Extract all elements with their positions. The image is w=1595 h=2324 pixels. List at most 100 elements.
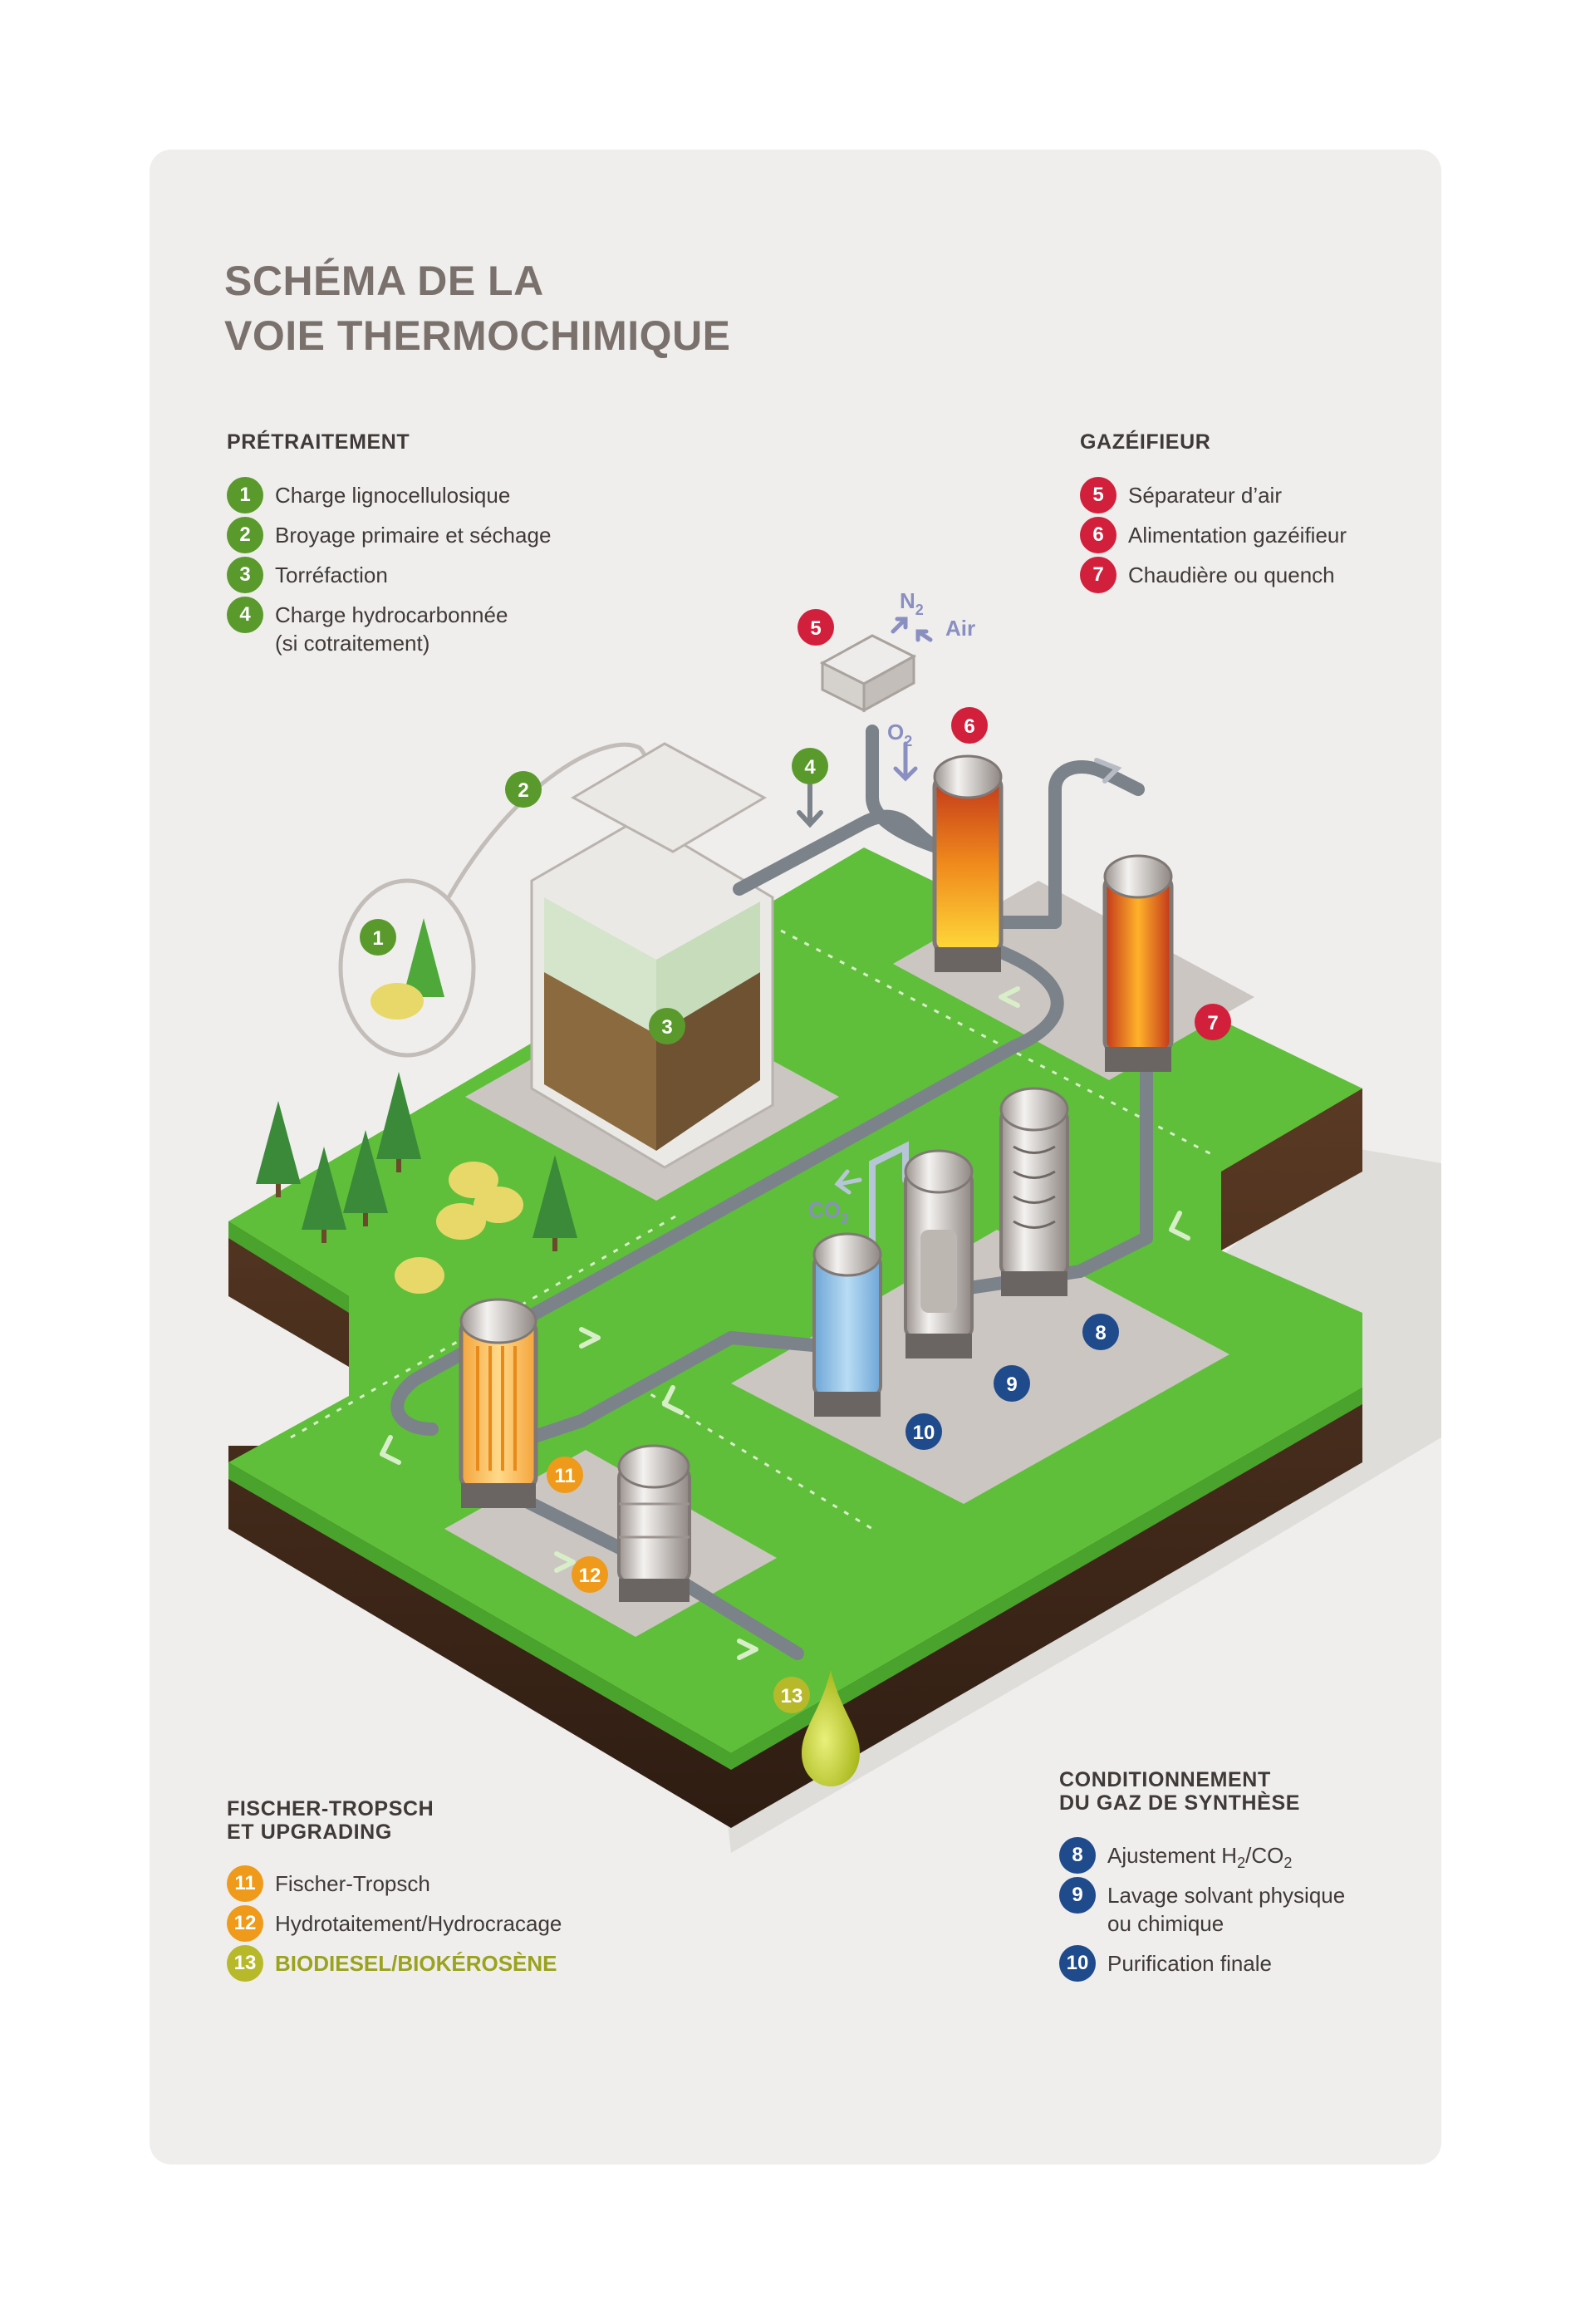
legend-label: Chaudière ou quench [1128,563,1335,587]
legend-item-10: 10 Purification finale [1059,1945,1272,1982]
legend-number: 10 [1059,1945,1096,1982]
section-heading-fischer: FISCHER-TROPSCH ET UPGRADING [227,1797,434,1844]
svg-text:13: 13 [781,1685,803,1707]
legend-label: Ajustement H2/CO2 [1107,1843,1293,1872]
section-heading-gazeifieur: GAZÉIFIEUR [1080,430,1211,454]
legend-label-product: BIODIESEL/BIOKÉROSÈNE [275,1951,557,1976]
legend-number: 6 [1080,517,1116,553]
section-heading-pretraitement: PRÉTRAITEMENT [227,430,410,454]
svg-text:9: 9 [1006,1373,1017,1396]
legend-label: Séparateur d’air [1128,483,1282,508]
marker-2: 2 [505,771,542,808]
co2-vent-pipe [869,1141,909,1262]
legend-label: Torréfaction [275,563,388,587]
legend-item-4: 4 Charge hydrocarbonnée (si cotraitement… [227,597,508,657]
page-title: SCHÉMA DE LA VOIE THERMOCHIMIQUE [224,253,731,363]
svg-text:10: 10 [913,1422,935,1444]
grass-edge [228,1221,1362,1770]
legend-number: 8 [1059,1837,1096,1874]
torrefaction-unit [530,742,774,1169]
out-arrow [1094,758,1122,784]
dashed-path-lower [290,1211,873,1530]
diagram-markers: 1 2 3 4 5 6 7 8 9 10 11 12 13 [360,609,1231,1713]
svg-text:5: 5 [810,617,821,640]
svg-text:2: 2 [518,779,528,802]
fischer-tropsch-reactor [459,1298,538,1508]
section-heading-line-1: FISCHER-TROPSCH [227,1797,434,1820]
marker-11: 11 [547,1457,583,1493]
svg-text:1: 1 [372,927,383,950]
svg-text:11: 11 [554,1465,575,1487]
section-heading-line-2: DU GAZ DE SYNTHÈSE [1059,1791,1300,1815]
section-heading-conditionnement: CONDITIONNEMENT DU GAZ DE SYNTHÈSE [1059,1768,1300,1815]
legend-item-5: 5 Séparateur d’air [1080,477,1282,513]
legend-number: 4 [227,597,263,633]
legend-label: Hydrotaitement/Hydrocracage [275,1911,562,1936]
marker-9: 9 [994,1365,1030,1402]
marker-13: 13 [773,1677,810,1713]
marker-7: 7 [1195,1004,1231,1040]
title-line-1: SCHÉMA DE LA [224,258,544,304]
legend-number: 7 [1080,557,1116,593]
svg-text:12: 12 [579,1565,601,1587]
biofuel-drop [802,1670,860,1786]
legend-label-line2: ou chimique [1107,1911,1224,1936]
legend-label: Charge hydrocarbonnée [275,602,508,627]
solvent-wash-column [904,1149,974,1359]
title-line-2: VOIE THERMOCHIMIQUE [224,312,731,359]
legend-label-line2: (si cotraitement) [275,631,430,656]
legend-number: 1 [227,477,263,513]
section-heading-line-2: ET UPGRADING [227,1820,392,1844]
marker-1: 1 [360,919,396,956]
legend-label: Lavage solvant physique [1107,1883,1346,1908]
legend-item-12: 12 Hydrotaitement/Hydrocracage [227,1905,562,1942]
legend-number: 9 [1059,1877,1096,1914]
legend-item-2: 2 Broyage primaire et séchage [227,517,552,553]
marker-8: 8 [1082,1314,1119,1350]
feed-arrow-4 [797,783,823,828]
marker-6: 6 [951,707,988,744]
legend-number: 13 [227,1945,263,1982]
dashed-path-upper [780,929,1214,1157]
legend-item-7: 7 Chaudière ou quench [1080,557,1335,593]
legend-item-6: 6 Alimentation gazéifieur [1080,517,1347,553]
legend-item-3: 3 Torréfaction [227,557,388,593]
o2-label: O2 [887,720,912,749]
co2-arrow [834,1169,862,1195]
marker-3: 3 [649,1008,685,1044]
svg-text:7: 7 [1207,1012,1218,1034]
co2-label: CO2 [808,1197,849,1227]
section-heading-line-1: CONDITIONNEMENT [1059,1768,1271,1791]
legend-item-9: 9 Lavage solvant physique ou chimique [1059,1877,1345,1938]
hydrotreatment-reactor [617,1444,691,1602]
n2-label: N2 [900,588,924,618]
legend-item-11: 11 Fischer-Tropsch [227,1865,430,1902]
air-separator [819,634,917,713]
air-arrows [891,617,933,642]
forest [256,1072,577,1294]
marker-5: 5 [798,609,834,646]
legend-label: Fischer-Tropsch [275,1871,430,1896]
legend-item-8: 8 Ajustement H2/CO2 [1059,1837,1293,1877]
boiler-quench [1102,854,1174,1072]
legend-label: Charge lignocellulosique [275,483,511,508]
legend-item-1: 1 Charge lignocellulosique [227,477,511,513]
legend-label: Purification finale [1107,1951,1272,1976]
legend-number: 12 [227,1905,263,1942]
marker-10: 10 [905,1413,942,1450]
svg-text:4: 4 [804,756,816,779]
legend-number: 3 [227,557,263,593]
legend-number: 11 [227,1865,263,1902]
legend-item-13: 13 BIODIESEL/BIOKÉROSÈNE [227,1945,557,1982]
final-purification [812,1232,882,1417]
legend-label-group: Charge hydrocarbonnée (si cotraitement) [275,601,508,657]
legend-number: 2 [227,517,263,553]
pad-conditioning [731,1230,1229,1504]
legend-label-group: Lavage solvant physique ou chimique [1107,1881,1345,1938]
gasifier-reactor [932,754,1004,972]
marker-4: 4 [792,748,828,784]
marker-12: 12 [572,1556,608,1593]
flow-arrows [380,986,1190,1660]
legend-label: Broyage primaire et séchage [275,523,552,548]
